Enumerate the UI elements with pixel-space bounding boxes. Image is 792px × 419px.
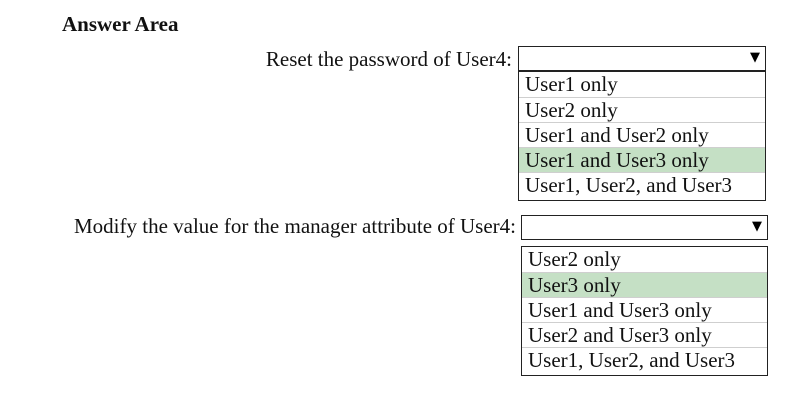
question-2-option[interactable]: User2 and User3 only (522, 322, 767, 347)
question-1-option[interactable]: User2 only (519, 97, 765, 122)
question-1-label: Reset the password of User4: (265, 47, 512, 71)
question-1-option[interactable]: User1 and User3 only (519, 147, 765, 172)
question-2-option[interactable]: User3 only (522, 272, 767, 297)
answer-area-title: Answer Area (62, 12, 179, 36)
question-1-option[interactable]: User1 and User2 only (519, 122, 765, 147)
question-2-label: Modify the value for the manager attribu… (73, 214, 516, 238)
question-2-options: User2 only User3 only User1 and User3 on… (521, 246, 768, 376)
triangle-down-icon[interactable]: ▼ (750, 50, 760, 65)
question-1-option[interactable]: User1, User2, and User3 (519, 172, 765, 197)
question-1-option[interactable]: User1 only (525, 72, 618, 96)
question-2-option[interactable]: User2 only (528, 247, 621, 271)
question-1-dropdown[interactable]: ▼ (518, 46, 766, 71)
question-1-options: User1 only User2 only User1 and User2 on… (518, 71, 766, 201)
question-2-option[interactable]: User1 and User3 only (522, 297, 767, 322)
triangle-down-icon[interactable]: ▼ (752, 219, 762, 234)
question-2-dropdown[interactable]: ▼ (521, 215, 768, 240)
question-2-option[interactable]: User1, User2, and User3 (522, 347, 767, 372)
